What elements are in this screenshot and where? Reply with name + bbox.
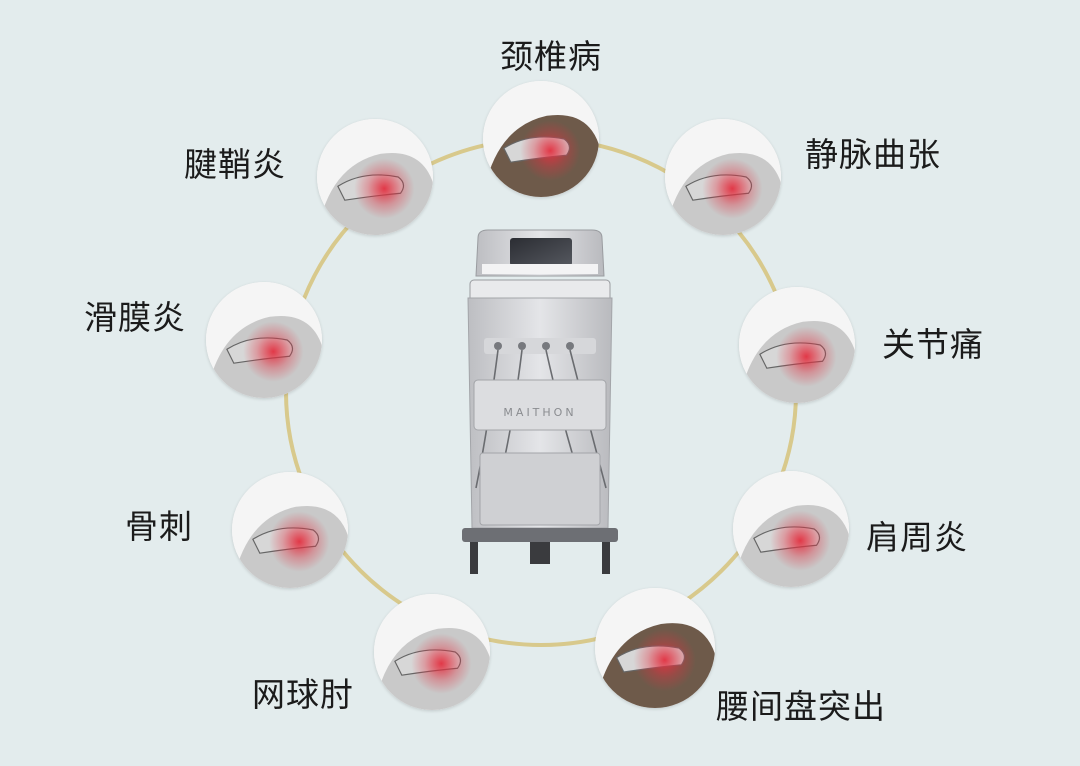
shoulder-pain-icon: [733, 471, 849, 587]
lower-back-pain-icon: [595, 588, 715, 708]
wrist-pain-icon: [317, 119, 433, 235]
condition-image-joint: [739, 287, 855, 403]
condition-image-synovitis: [206, 282, 322, 398]
hip-pain-icon: [206, 282, 322, 398]
condition-label-spur: 骨刺: [125, 507, 193, 546]
therapy-machine: MAITHON: [462, 229, 618, 574]
condition-label-shoulder: 肩周炎: [866, 518, 968, 557]
condition-image-varicose: [665, 119, 781, 235]
condition-image-lumbar: [595, 588, 715, 708]
condition-image-cervical: [483, 81, 599, 197]
condition-label-joint: 关节痛: [882, 325, 984, 364]
condition-label-tendon: 腱鞘炎: [184, 145, 286, 184]
condition-image-spur: [232, 472, 348, 588]
elbow-pain-icon: [374, 594, 490, 710]
condition-label-elbow: 网球肘: [252, 675, 354, 714]
condition-label-synovitis: 滑膜炎: [84, 298, 186, 337]
condition-label-varicose: 静脉曲张: [805, 135, 941, 174]
knee-pain-icon: [739, 287, 855, 403]
neck-pain-icon: [483, 81, 599, 197]
condition-label-lumbar: 腰间盘突出: [716, 687, 886, 726]
spine-pain-icon: [232, 472, 348, 588]
condition-image-elbow: [374, 594, 490, 710]
condition-label-cervical: 颈椎病: [500, 37, 602, 76]
condition-image-shoulder: [733, 471, 849, 587]
device-brand: MAITHON: [503, 406, 576, 419]
condition-image-tendon: [317, 119, 433, 235]
leg-pain-icon: [665, 119, 781, 235]
